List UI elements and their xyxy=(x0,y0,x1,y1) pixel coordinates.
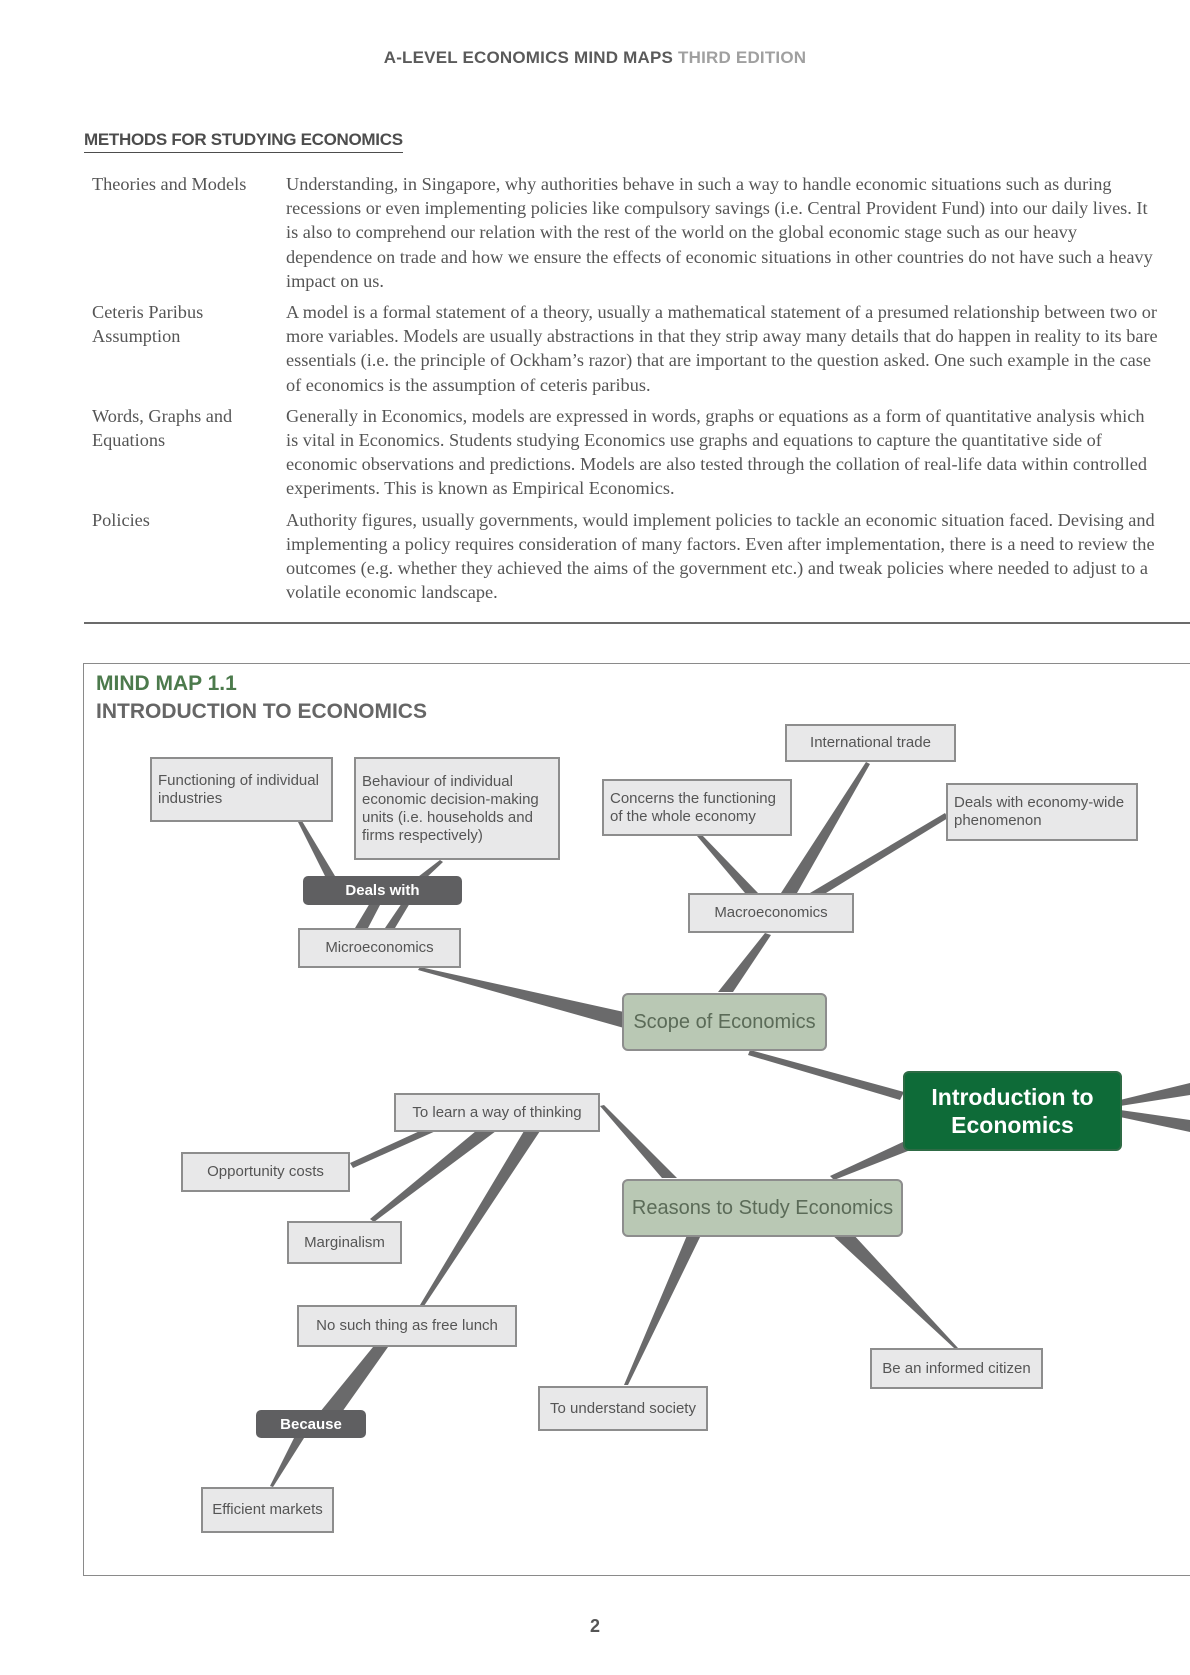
informed-citizen-node: Be an informed citizen xyxy=(870,1348,1043,1389)
central-topic: Introduction to Economics xyxy=(903,1071,1122,1151)
opportunity-costs-node: Opportunity costs xyxy=(181,1152,350,1192)
reasons-topic: Reasons to Study Economics xyxy=(622,1179,903,1237)
decision-units-node: Behaviour of individual economic decisio… xyxy=(354,757,560,860)
methods-table: Theories and Models Understanding, in Si… xyxy=(92,172,1162,611)
connector xyxy=(320,1347,388,1412)
methods-term: Policies xyxy=(92,509,150,530)
methods-term: Ceteris Paribus Assumption xyxy=(92,302,204,347)
methods-row: Theories and Models Understanding, in Si… xyxy=(92,172,1162,293)
methods-term: Theories and Models xyxy=(92,174,247,194)
connector xyxy=(1120,1110,1190,1132)
connector xyxy=(270,1438,304,1487)
efficient-markets-node: Efficient markets xyxy=(201,1487,334,1533)
way-of-thinking-node: To learn a way of thinking xyxy=(394,1093,600,1132)
connector xyxy=(418,967,624,1028)
mind-map-title: INTRODUCTION TO ECONOMICS xyxy=(96,700,427,723)
because-label: Because xyxy=(256,1410,366,1438)
methods-row: Words, Graphs and Equations Generally in… xyxy=(92,404,1162,501)
connector xyxy=(830,1233,958,1348)
section-title: METHODS FOR STUDYING ECONOMICS xyxy=(84,130,403,153)
connector xyxy=(810,813,948,893)
mind-map-number: MIND MAP 1.1 xyxy=(96,672,237,695)
running-header: A-LEVEL ECONOMICS MIND MAPS THIRD EDITIO… xyxy=(0,48,1190,68)
section-divider xyxy=(84,622,1190,624)
industries-node: Functioning of individual industries xyxy=(150,757,333,822)
methods-description: Authority figures, usually governments, … xyxy=(286,509,1155,603)
methods-description: Understanding, in Singapore, why authori… xyxy=(286,174,1153,291)
connector xyxy=(600,1105,677,1178)
free-lunch-node: No such thing as free lunch xyxy=(297,1305,517,1347)
international-trade-node: International trade xyxy=(785,724,956,762)
mind-map-frame xyxy=(83,663,1190,1576)
microeconomics-node: Microeconomics xyxy=(298,928,461,968)
connector xyxy=(1120,1083,1190,1106)
marginalism-node: Marginalism xyxy=(287,1221,402,1264)
connector xyxy=(370,1131,496,1222)
deals-with-label: Deals with xyxy=(303,876,462,905)
connector xyxy=(298,821,335,876)
connector xyxy=(718,933,771,992)
methods-term: Words, Graphs and Equations xyxy=(92,405,233,451)
macroeconomics-node: Macroeconomics xyxy=(688,893,854,933)
connector xyxy=(697,834,758,893)
understand-society-node: To understand society xyxy=(538,1386,708,1431)
header-title: A-LEVEL ECONOMICS MIND MAPS xyxy=(383,48,674,67)
connector xyxy=(748,1050,904,1100)
methods-description: Generally in Economics, models are expre… xyxy=(286,405,1147,499)
connector xyxy=(781,762,870,893)
connector xyxy=(350,1130,438,1168)
connector xyxy=(420,1131,540,1306)
methods-description: A model is a formal statement of a theor… xyxy=(286,302,1158,395)
methods-row: Ceteris Paribus Assumption A model is a … xyxy=(92,300,1162,397)
methods-row: Policies Authority figures, usually gove… xyxy=(92,508,1162,605)
economy-wide-node: Deals with economy-wide phenomenon xyxy=(946,783,1138,841)
connector xyxy=(355,903,380,928)
connector xyxy=(414,860,443,880)
connector xyxy=(385,903,410,928)
connector xyxy=(624,1233,702,1385)
page-number: 2 xyxy=(589,1616,600,1636)
scope-topic: Scope of Economics xyxy=(622,993,827,1051)
connector xyxy=(830,1141,913,1180)
header-edition: THIRD EDITION xyxy=(678,48,807,67)
whole-economy-node: Concerns the functioning of the whole ec… xyxy=(602,779,792,836)
